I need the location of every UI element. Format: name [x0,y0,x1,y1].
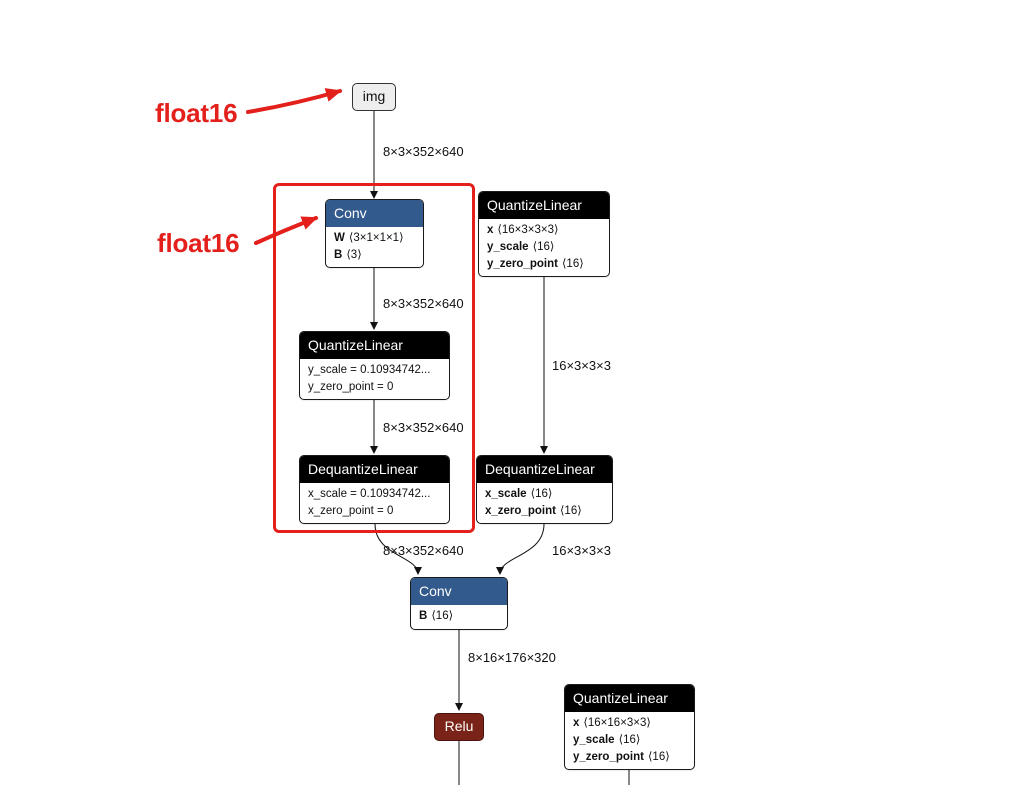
node-conv2[interactable]: Conv B⟨16⟩ [410,577,508,630]
attr-name: x_scale [485,488,527,500]
attr-name: B [334,249,343,261]
attr-row: y_zero_point = 0 [308,381,394,393]
node-title: DequantizeLinear [300,456,449,483]
attr-name: y_scale [573,734,615,746]
attr-name: x_zero_point [485,505,556,517]
edge-label-dequant1-conv2: 8×3×352×640 [383,543,464,558]
annotation-float16-conv: float16 [157,228,240,258]
attr-name: y_scale [487,241,529,253]
attr-value: ⟨16⟩ [530,488,553,500]
edge-dequant2-conv2 [496,523,545,575]
attr-value: ⟨16⟩ [431,610,454,622]
annotation-float16-img: float16 [155,98,238,128]
attr-name: W [334,232,345,244]
node-quantizelinear-3[interactable]: QuantizeLinear x⟨16×16×3×3⟩ y_scale⟨16⟩ … [564,684,695,770]
node-attributes: x⟨16×16×3×3⟩ y_scale⟨16⟩ y_zero_point⟨16… [565,712,694,769]
attr-value: ⟨3×1×1×1⟩ [348,232,404,244]
node-title: QuantizeLinear [300,332,449,359]
attr-value: ⟨16×3×3×3⟩ [497,224,559,236]
node-attributes: x⟨16×3×3×3⟩ y_scale⟨16⟩ y_zero_point⟨16⟩ [479,219,609,276]
node-dequantizelinear-1[interactable]: DequantizeLinear x_scale = 0.10934742...… [299,455,450,524]
attr-name: x [487,224,494,236]
edge-label-quant2-dequant2: 16×3×3×3 [552,358,611,373]
edge-label-conv2-relu: 8×16×176×320 [468,650,556,665]
attr-value: ⟨16⟩ [532,241,555,253]
node-quantizelinear-1[interactable]: QuantizeLinear y_scale = 0.10934742... y… [299,331,450,400]
node-dequantizelinear-2[interactable]: DequantizeLinear x_scale⟨16⟩ x_zero_poin… [476,455,613,524]
attr-name: x [573,717,580,729]
edge-label-quant1-dequant1: 8×3×352×640 [383,420,464,435]
attr-value: ⟨3⟩ [346,249,362,261]
attr-value: ⟨16×16×3×3⟩ [583,717,651,729]
node-attributes: W⟨3×1×1×1⟩ B⟨3⟩ [326,227,423,267]
attr-value: ⟨16⟩ [561,258,584,270]
node-attributes: y_scale = 0.10934742... y_zero_point = 0 [300,359,449,399]
node-attributes: x_scale⟨16⟩ x_zero_point⟨16⟩ [477,483,612,523]
edge-label-dequant2-conv2: 16×3×3×3 [552,543,611,558]
input-node-img[interactable]: img [352,83,396,111]
attr-name: y_zero_point [487,258,558,270]
attr-value: ⟨16⟩ [559,505,582,517]
attr-name: y_zero_point [573,751,644,763]
node-title: QuantizeLinear [565,685,694,712]
node-relu[interactable]: Relu [434,713,484,741]
attr-row: x_scale = 0.10934742... [308,488,431,500]
edge-label-img-conv1: 8×3×352×640 [383,144,464,159]
attr-row: x_zero_point = 0 [308,505,394,517]
annotation-arrow-conv [254,216,318,245]
node-title: QuantizeLinear [479,192,609,219]
annotation-arrow-img [246,88,342,114]
node-attributes: x_scale = 0.10934742... x_zero_point = 0 [300,483,449,523]
node-attributes: B⟨16⟩ [411,605,507,628]
attr-value: ⟨16⟩ [647,751,670,763]
node-conv1[interactable]: Conv W⟨3×1×1×1⟩ B⟨3⟩ [325,199,424,268]
node-title: Conv [411,578,507,605]
node-title: Conv [326,200,423,227]
edge-label-conv1-quant1: 8×3×352×640 [383,296,464,311]
node-title: DequantizeLinear [477,456,612,483]
attr-row: y_scale = 0.10934742... [308,364,431,376]
node-quantizelinear-2[interactable]: QuantizeLinear x⟨16×3×3×3⟩ y_scale⟨16⟩ y… [478,191,610,277]
attr-name: B [419,610,428,622]
attr-value: ⟨16⟩ [618,734,641,746]
highlight-box [273,183,475,533]
